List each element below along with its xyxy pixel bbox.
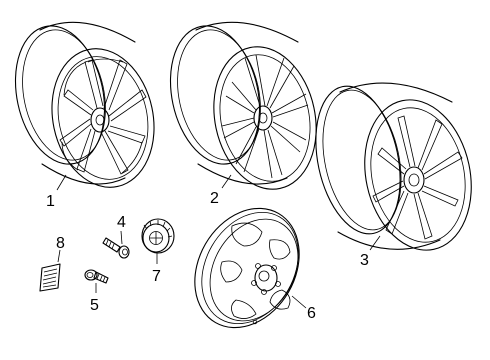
- wheel-bolt-5: [84, 269, 109, 284]
- wheel-1-alloy: [14, 21, 155, 188]
- callout-4: 4: [117, 214, 126, 231]
- callout-7: 7: [152, 268, 161, 285]
- center-cap-7: [141, 218, 175, 254]
- wheel-3-alloy: [315, 82, 472, 251]
- callout-8: 8: [56, 235, 65, 252]
- callout-5: 5: [90, 297, 99, 314]
- callout-1: 1: [46, 193, 55, 210]
- callout-2: 2: [210, 190, 219, 207]
- label-plate-8: [39, 263, 61, 292]
- lug-bolt-4: [102, 237, 130, 259]
- wheel-2-alloy: [169, 21, 317, 190]
- callout-6: 6: [307, 305, 316, 322]
- wheel-6-spare-steel: [194, 207, 300, 329]
- callout-3: 3: [360, 252, 369, 269]
